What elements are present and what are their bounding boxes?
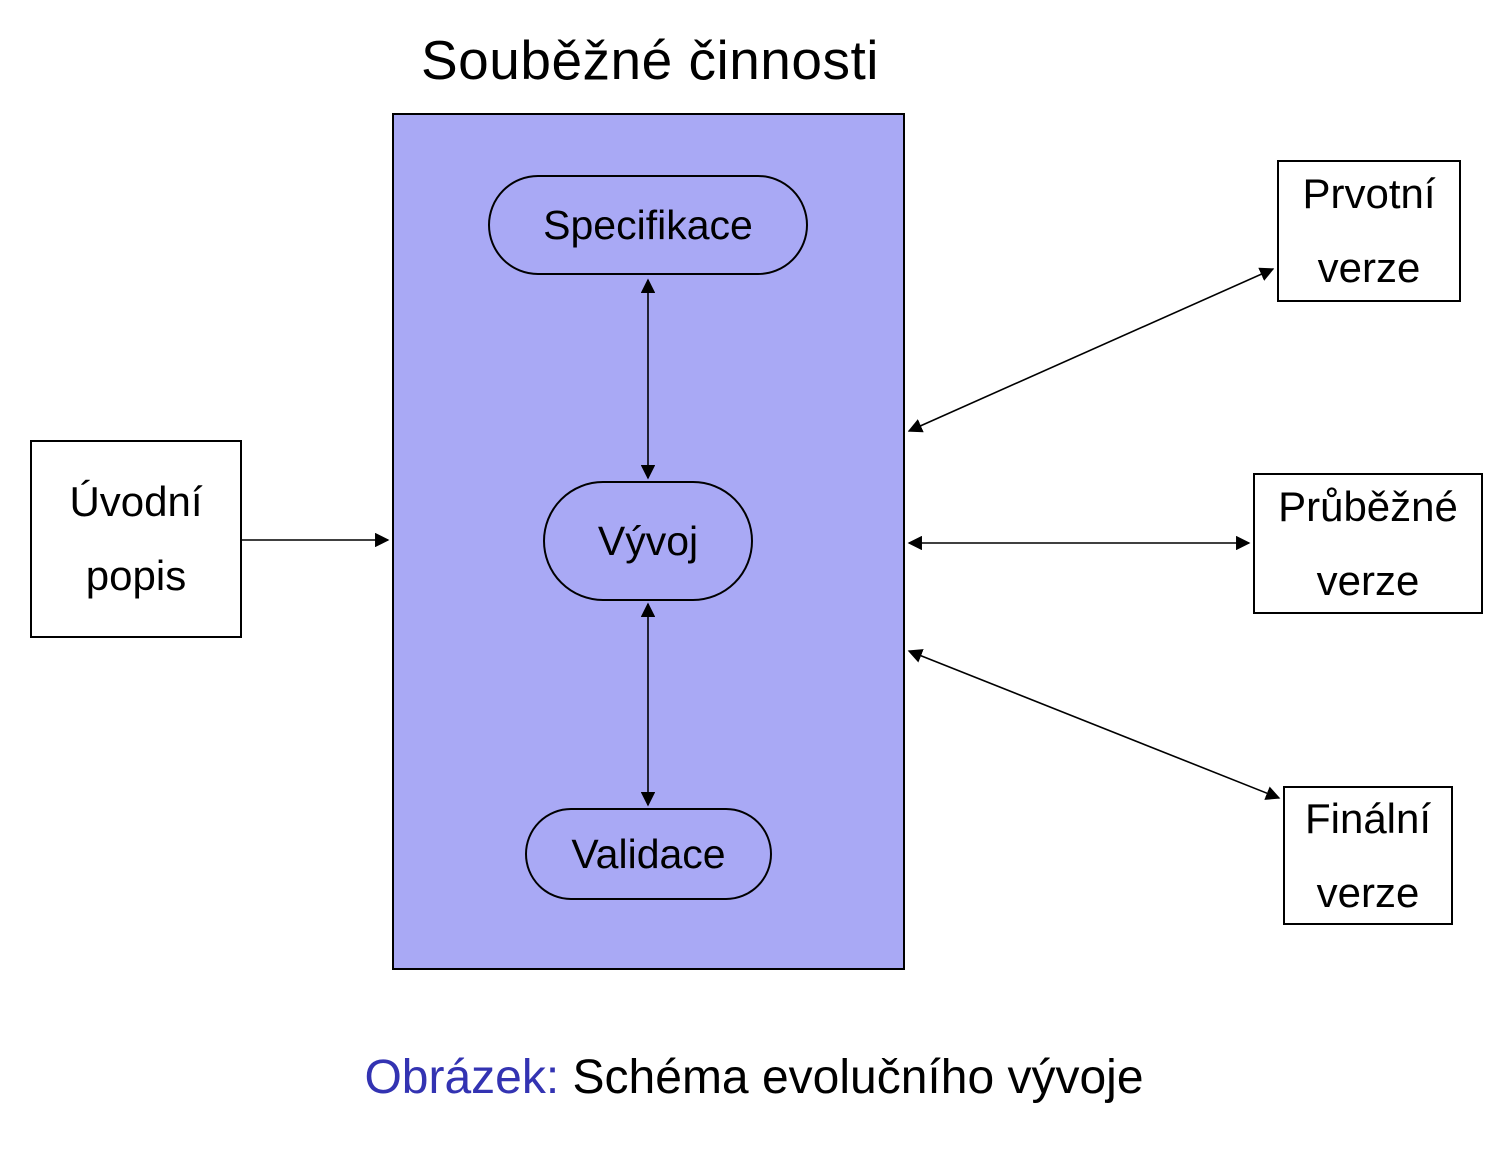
figure-caption-prefix: Obrázek: (364, 1051, 560, 1104)
box-uvodni-popis-line2: popis (85, 552, 187, 599)
box-prubezne-verze-line2: verze (1316, 556, 1420, 604)
diagram-title: Souběžné činnosti (421, 29, 879, 91)
node-vyvoj: Vývoj (543, 481, 753, 601)
box-prubezne-verze: Průběžné verze (1253, 473, 1483, 614)
arrow-panel-prvotni (907, 267, 1275, 433)
box-prvotni-verze-line2: verze (1317, 244, 1421, 291)
box-finalni-verze-line1: Finální (1304, 794, 1432, 842)
node-specifikace-label: Specifikace (543, 201, 753, 248)
node-vyvoj-label: Vývoj (597, 517, 699, 564)
box-prvotni-verze-line1: Prvotní (1302, 170, 1436, 217)
arrow-panel-finalni (907, 649, 1281, 800)
box-uvodni-popis-line1: Úvodní (69, 478, 203, 525)
node-validace-label: Validace (571, 830, 726, 877)
figure-caption-text: Schéma evolučního vývoje (559, 1051, 1144, 1104)
concurrent-activities-panel (392, 113, 905, 970)
figure-caption: Obrázek: Schéma evolučního vývoje (0, 1050, 1508, 1105)
box-prubezne-verze-line1: Průběžné (1278, 482, 1458, 530)
box-finalni-verze-line2: verze (1316, 868, 1420, 916)
box-prvotni-verze: Prvotní verze (1277, 160, 1461, 302)
box-uvodni-popis: Úvodní popis (30, 440, 242, 638)
box-finalni-verze: Finální verze (1283, 786, 1453, 925)
node-specifikace: Specifikace (488, 175, 808, 275)
node-validace: Validace (525, 808, 772, 900)
